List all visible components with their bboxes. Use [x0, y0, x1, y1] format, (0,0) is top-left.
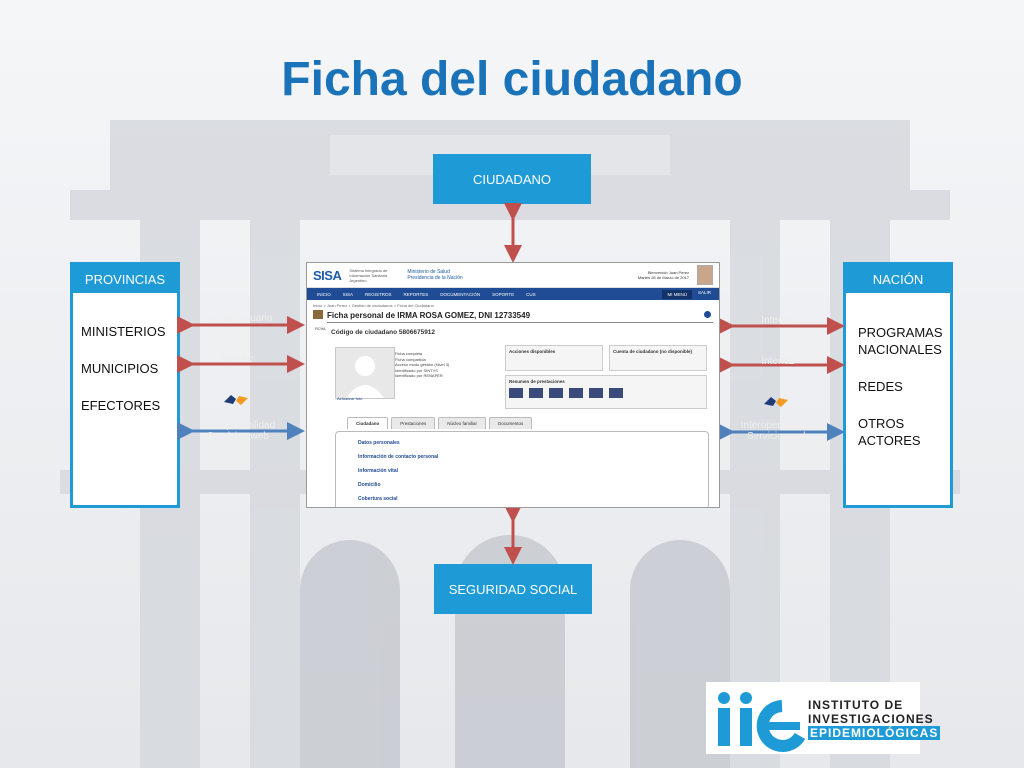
list-item: Identificado por SINTYS [395, 367, 438, 373]
sisa-logo: SISA [313, 267, 342, 283]
acciones-title: Acciones disponibles [509, 349, 556, 354]
nav-item[interactable]: SOPORTE [492, 291, 515, 297]
list-item: MUNICIPIOS [81, 361, 159, 376]
interface-label: Interfaz [761, 356, 795, 367]
sisa-screenshot: SISA Sistema Integrado de Información Sa… [306, 262, 720, 508]
list-item: EFECTORES [81, 398, 161, 413]
provincias-title: PROVINCIAS [84, 271, 166, 287]
interface-label: Interfaz [761, 315, 795, 326]
ciudadano-box: CIUDADANO [433, 154, 591, 204]
interface-label: Interoperabilidad Servicios web [740, 420, 816, 442]
list-item: REDES [858, 379, 903, 394]
nacion-title: NACIÓN [872, 271, 924, 287]
page-title: Ficha del ciudadano [281, 53, 743, 106]
list-item: OTROS ACTORES [858, 416, 921, 448]
list-item: Ficha completa [395, 351, 423, 356]
ficha-label: FICHA [315, 327, 326, 331]
section-link[interactable]: Cobertura social [358, 496, 398, 502]
citizen-photo [335, 347, 395, 399]
cuenta-title: Cuenta de ciudadano (no disponible) [613, 349, 693, 354]
prestacion-icon[interactable] [569, 388, 583, 398]
list-item: Ficha compartida [395, 356, 426, 362]
prestacion-icon[interactable] [589, 388, 603, 398]
nacion-panel: NACIÓN PROGRAMAS NACIONALES REDES OTROS … [843, 262, 953, 508]
list-item: Acceso modo gestión (Nivel 3) [395, 362, 450, 367]
ficha-title-text: Ficha personal de IRMA ROSA GOMEZ, DNI 1… [327, 311, 531, 320]
codigo-ciudadano: Código de ciudadano 5806675912 [331, 329, 436, 336]
resumen-icons [509, 388, 703, 398]
mi-menu-button[interactable]: MI MENÚ [662, 289, 692, 299]
section-link[interactable]: Domicilio [358, 482, 381, 488]
nav-right: MI MENÚ SALIR [662, 289, 719, 299]
provincias-list: MINISTERIOS MUNICIPIOS EFECTORES [73, 293, 177, 414]
list-item: PROGRAMAS NACIONALES [858, 325, 943, 357]
iie-name-line2: INVESTIGACIONES [808, 712, 934, 726]
nacion-header: NACIÓN [846, 265, 950, 293]
seguridad-social-label: SEGURIDAD SOCIAL [448, 581, 578, 597]
seguridad-social-box: SEGURIDAD SOCIAL [434, 564, 592, 614]
nav-item[interactable]: CUS [526, 291, 536, 297]
ciudadano-label: CIUDADANO [472, 171, 551, 187]
handshake-icon [762, 392, 790, 418]
ficha-tabs: Ciudadano Prestaciones Núcleo familiar D… [347, 417, 533, 429]
list-item: MINISTERIOS [81, 324, 166, 339]
tab-ciudadano[interactable]: Ciudadano [347, 417, 389, 429]
welcome-user: Bienvenido Juan Perez [647, 270, 689, 275]
section-link[interactable]: Información de contacto personal [358, 454, 439, 460]
tab-documentos[interactable]: Documentos [489, 417, 533, 429]
section-link[interactable]: Datos personales [358, 440, 400, 446]
ministry-label: Ministerio de Salud Presidencia de la Na… [407, 269, 463, 281]
iie-name-line1: INSTITUTO DE [808, 698, 904, 712]
update-photo-link[interactable]: Actualizar foto [337, 396, 363, 401]
ficha-title: Ficha personal de IRMA ROSA GOMEZ, DNI 1… [307, 308, 719, 320]
provincias-header: PROVINCIAS [73, 265, 177, 293]
welcome-date: Martes 28 de Marzo de 2017 [637, 275, 689, 280]
iie-logo: INSTITUTO DE INVESTIGACIONES EPIDEMIOLÓG… [706, 682, 941, 754]
iie-name-line3: EPIDEMIOLÓGICAS [808, 726, 941, 740]
resumen-panel: Resumen de prestaciones [505, 375, 707, 409]
ficha-icon [313, 310, 323, 319]
prestacion-icon[interactable] [609, 388, 623, 398]
tab-nucleo-familiar[interactable]: Núcleo familiar [438, 417, 487, 429]
acciones-panel: Acciones disponibles [505, 345, 603, 371]
salir-button[interactable]: SALIR [697, 289, 711, 295]
cuenta-panel: Cuenta de ciudadano (no disponible) [609, 345, 707, 371]
section-link[interactable]: Información vital [358, 468, 399, 474]
sisa-nav: INICIO SISA REGISTROS REPORTES DOCUMENTA… [307, 288, 719, 300]
provincias-panel: PROVINCIAS MINISTERIOS MUNICIPIOS EFECTO… [70, 262, 180, 508]
iie-mark-icon [718, 692, 806, 752]
breadcrumb: Inicio > Juan Perez > Gestión de ciudada… [313, 303, 434, 308]
interface-label: Interoperabilidad Servicios web [200, 420, 276, 442]
nav-item[interactable]: SISA [342, 291, 354, 297]
prestacion-icon[interactable] [549, 388, 563, 398]
nav-item[interactable]: REGISTROS [365, 291, 392, 297]
nav-item[interactable]: INICIO [317, 291, 331, 297]
nav-item[interactable]: REPORTES [403, 291, 429, 297]
tab-body: Datos personales Información de contacto… [335, 431, 709, 507]
prestacion-icon[interactable] [529, 388, 543, 398]
list-item: Identificado por RENAPER [395, 373, 443, 378]
tab-prestaciones[interactable]: Prestaciones [391, 417, 436, 429]
iie-name: INSTITUTO DE INVESTIGACIONES EPIDEMIOLÓG… [808, 698, 941, 740]
sisa-header: SISA Sistema Integrado de Información Sa… [307, 263, 719, 288]
interface-label: Interfaz usuario [203, 313, 273, 324]
status-checks: Ficha completa Ficha compartida Acceso m… [395, 351, 449, 379]
divider [327, 322, 713, 323]
nacion-list: PROGRAMAS NACIONALES REDES OTROS ACTORES [846, 293, 950, 449]
resumen-title: Resumen de prestaciones [509, 379, 565, 384]
sisa-subtitle: Sistema Integrado de Información Sanitar… [349, 267, 388, 283]
handshake-icon [222, 390, 250, 416]
welcome-text: Bienvenido Juan Perez Martes 28 de Marzo… [638, 270, 689, 280]
help-icon[interactable] [704, 311, 711, 318]
interface-label: Interfaz [221, 354, 255, 365]
prestacion-icon[interactable] [509, 388, 523, 398]
nav-item[interactable]: DOCUMENTACIÓN [440, 291, 481, 297]
avatar [697, 265, 713, 285]
